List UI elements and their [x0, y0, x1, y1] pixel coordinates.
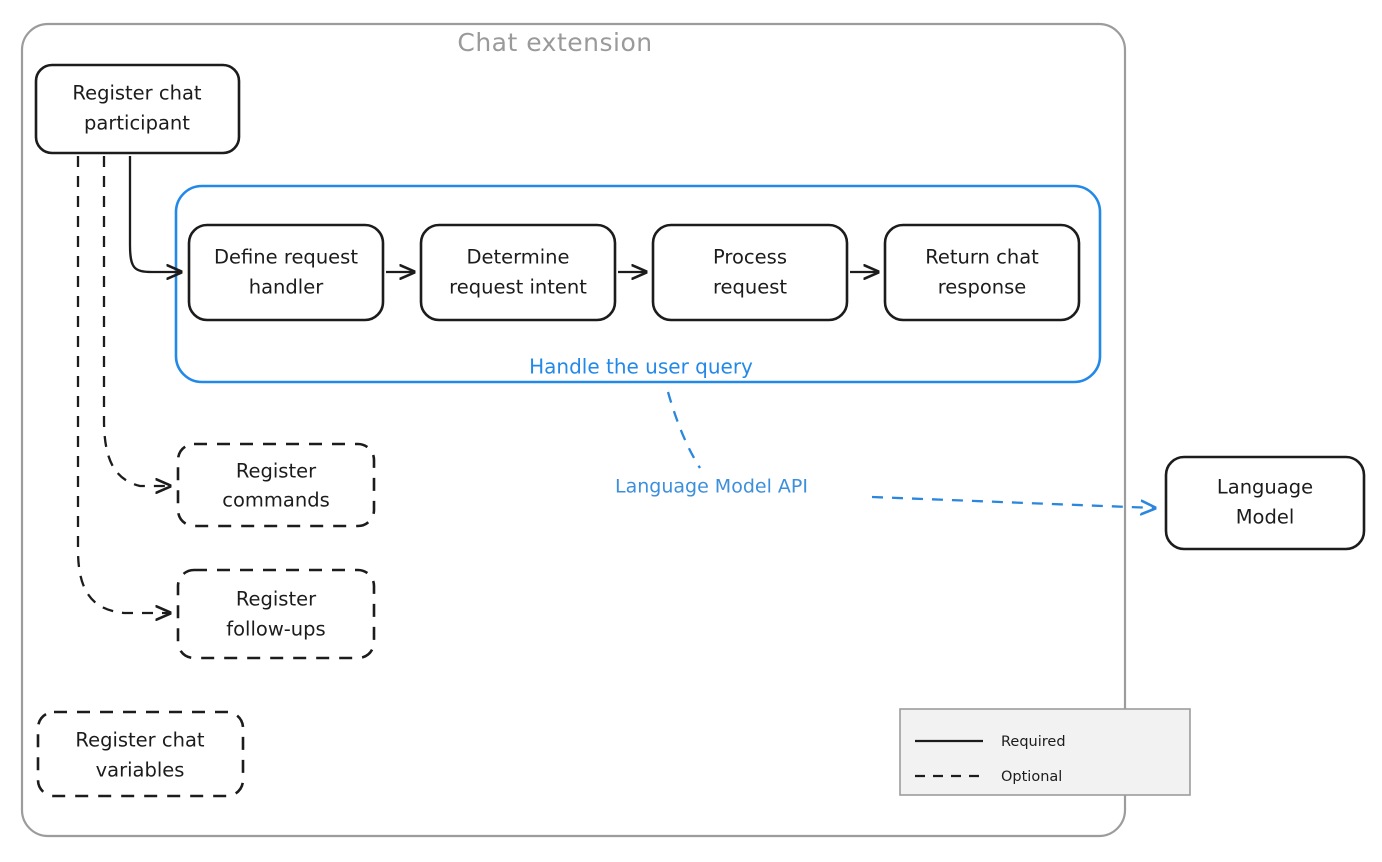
- edge-participant-to-define-handler: [128, 156, 181, 272]
- node-register-chat-participant[interactable]: Register chat participant: [34, 63, 241, 155]
- node-language-model[interactable]: Language Model: [1164, 455, 1366, 551]
- node-return-chat-response[interactable]: Return chat response: [883, 223, 1081, 322]
- node-register-chat-variables-label-line1: Register chat: [75, 729, 205, 752]
- node-register-chat-variables[interactable]: Register chat variables: [36, 710, 245, 798]
- group-handle-user-query-label: Handle the user query: [529, 355, 753, 379]
- node-language-model-label-line1: Language: [1217, 476, 1313, 499]
- node-language-model-shape: [1164, 455, 1366, 551]
- node-define-request-handler-shape: [187, 223, 385, 322]
- node-define-request-handler-label-line2: handler: [249, 276, 324, 299]
- node-return-chat-response-label-line1: Return chat: [925, 246, 1039, 269]
- legend-frame: [899, 708, 1191, 796]
- node-determine-request-intent-label-line2: request intent: [449, 276, 587, 299]
- group-handle-user-query: [174, 184, 1102, 384]
- node-register-chat-variables-shape: [36, 710, 245, 798]
- node-determine-request-intent-shape: [419, 223, 617, 322]
- node-register-chat-participant-shape: [34, 63, 241, 155]
- node-determine-request-intent-label-line1: Determine: [466, 246, 569, 269]
- edge-participant-to-register-commands: [102, 156, 170, 486]
- legend: Required Optional: [899, 708, 1191, 796]
- legend-required-label: Required: [1001, 734, 1066, 750]
- node-register-followups[interactable]: Register follow-ups: [176, 568, 376, 660]
- node-register-followups-shape: [176, 568, 376, 660]
- legend-optional-label: Optional: [1001, 769, 1062, 785]
- node-determine-request-intent[interactable]: Determine request intent: [419, 223, 617, 322]
- node-process-request-label-line1: Process: [713, 246, 787, 269]
- node-register-commands[interactable]: Register commands: [176, 442, 376, 528]
- node-define-request-handler[interactable]: Define request handler: [187, 223, 385, 322]
- edge-group-to-language-model-api-leader: [666, 391, 701, 469]
- node-define-request-handler-label-line1: Define request: [214, 246, 358, 269]
- node-process-request-label-line2: request: [713, 276, 787, 299]
- node-register-followups-label-line1: Register: [236, 588, 317, 611]
- node-process-request[interactable]: Process request: [651, 223, 849, 322]
- edge-participant-to-register-followups: [76, 156, 170, 613]
- node-register-commands-label-line2: commands: [222, 489, 330, 512]
- node-register-commands-shape: [176, 442, 376, 528]
- diagram-title: Chat extension: [457, 28, 652, 57]
- edge-language-model-api-to-language-model: [871, 495, 1155, 508]
- node-return-chat-response-label-line2: response: [938, 276, 1027, 299]
- node-language-model-label-line2: Model: [1236, 506, 1295, 529]
- edge-label-language-model-api: Language Model API: [615, 476, 808, 498]
- node-register-commands-label-line1: Register: [236, 460, 317, 483]
- node-register-chat-variables-label-line2: variables: [96, 759, 185, 782]
- node-register-chat-participant-label-line2: participant: [84, 112, 190, 135]
- node-return-chat-response-shape: [883, 223, 1081, 322]
- node-process-request-shape: [651, 223, 849, 322]
- node-register-followups-label-line2: follow-ups: [226, 618, 325, 641]
- node-register-chat-participant-label-line1: Register chat: [72, 82, 202, 105]
